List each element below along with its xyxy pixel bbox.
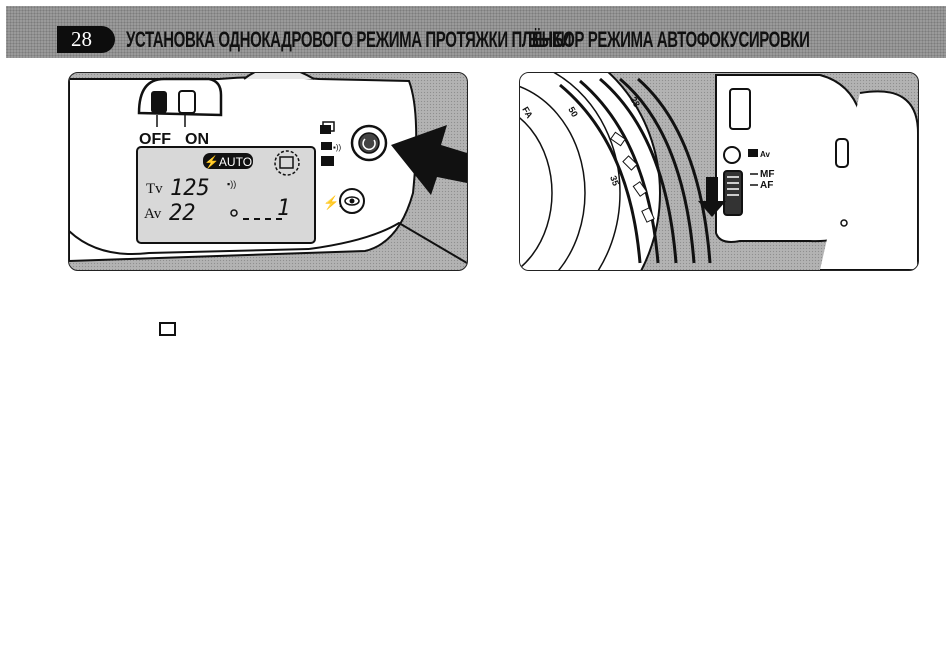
- down-arrow-icon: [698, 177, 726, 217]
- press-arrow-icon: [391, 125, 467, 195]
- lcd-flash-mode: ⚡AUTO: [204, 155, 252, 169]
- mode-av-label: Av: [760, 150, 770, 159]
- lcd-tv-value: 125: [170, 176, 210, 201]
- camera-top-illustration: OFF ON ⚡AUTO Tv 125 ▪)) Av 22 1 ▪)) ⚡A: [68, 72, 468, 271]
- header-title-left: УСТАНОВКА ОДНОКАДРОВОГО РЕЖИМА ПРОТЯЖКИ …: [126, 28, 572, 53]
- page-number: 28: [57, 26, 115, 53]
- switch-on-label: ON: [185, 131, 209, 148]
- switch-off-label: OFF: [139, 131, 171, 148]
- lens-text-28: 28: [628, 95, 642, 109]
- header-title-right: ВЫБОР РЕЖИМА АВТОФОКУСИРОВКИ: [528, 28, 810, 53]
- mode-af-label: AF: [760, 180, 773, 191]
- lcd-tv-label: Tv: [146, 181, 163, 197]
- lens-text-35: 35: [608, 174, 621, 187]
- lcd-frame-counter: 1: [277, 196, 290, 221]
- lcd-av-label: Av: [144, 206, 162, 222]
- lcd-av-value: 22: [169, 201, 196, 226]
- lcd-single-frame-icon: [279, 156, 294, 169]
- lens-text-50: 50: [566, 105, 580, 119]
- lens-af-switch-illustration: FA 50 35 28 Av MF AF: [519, 72, 919, 271]
- page-header: 28 УСТАНОВКА ОДНОКАДРОВОГО РЕЖИМА ПРОТЯЖ…: [6, 6, 946, 58]
- red-eye-icon: [344, 196, 360, 206]
- lens-drawing: FA 50 35 28 Av MF AF: [520, 73, 918, 270]
- svg-text:▪)): ▪)): [227, 179, 236, 189]
- mode-mf-label: MF: [760, 169, 774, 180]
- self-timer-icon: [362, 138, 376, 151]
- single-frame-icon: [159, 322, 176, 336]
- svg-text:▪)): ▪)): [333, 143, 342, 152]
- camera-top-drawing: OFF ON ⚡AUTO Tv 125 ▪)) Av 22 1 ▪)) ⚡A: [69, 73, 467, 264]
